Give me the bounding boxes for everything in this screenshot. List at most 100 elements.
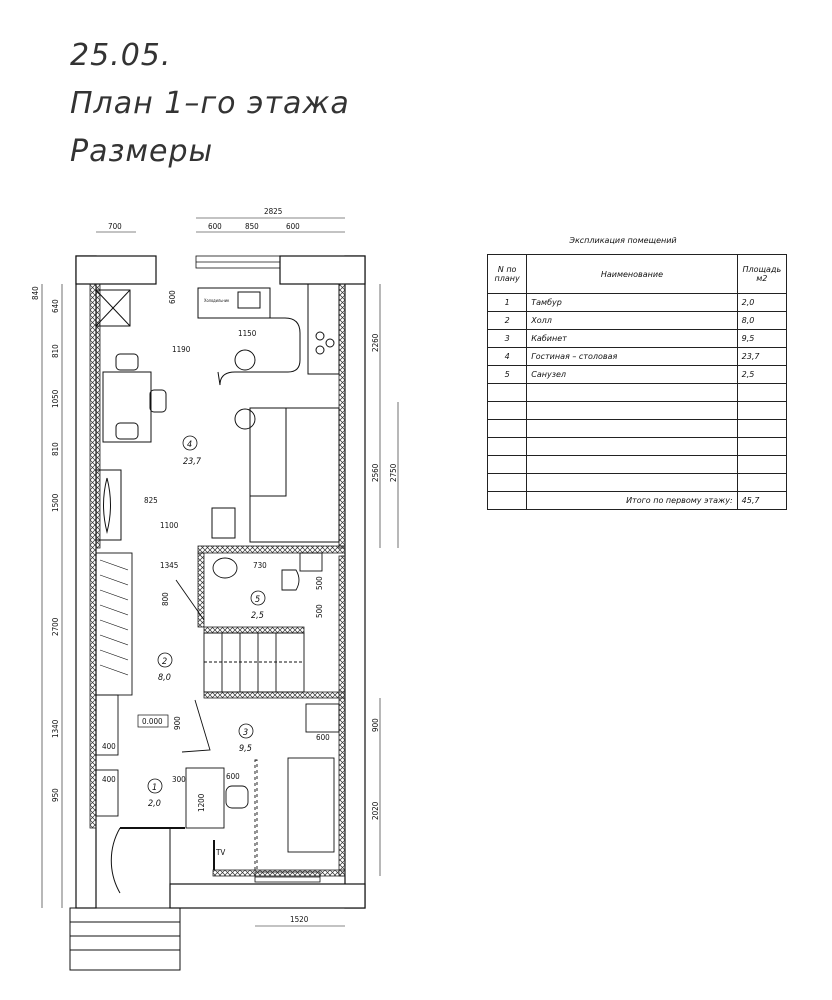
room-2-marker — [157, 652, 173, 668]
wall-top-right — [279, 255, 366, 285]
empty-row — [486, 437, 788, 456]
room-5-area: 2,5 — [251, 611, 264, 621]
partition-bath-top — [197, 545, 346, 554]
cell-num: 3 — [486, 329, 528, 348]
fireplace-flame — [103, 477, 111, 534]
room-3-area: 9,5 — [239, 744, 252, 754]
chair-top — [115, 353, 139, 371]
dim-500a: 500 — [315, 576, 324, 590]
dim-400b: 400 — [102, 775, 116, 784]
cell-area: 9,5 — [736, 329, 788, 348]
empty-row — [486, 401, 788, 420]
dimension-labels: 2825 600 850 600 700 840 640 810 1050 81… — [31, 207, 398, 924]
dim-left-810a: 810 — [51, 344, 60, 358]
dim-right-2750: 2750 — [389, 463, 398, 482]
room-3-marker — [238, 723, 254, 739]
dim-825: 825 — [144, 496, 158, 505]
room-3-num: 3 — [243, 728, 248, 738]
empty-cell — [736, 419, 788, 438]
bathroom-fixtures — [175, 552, 323, 621]
dim-600-kitchen: 600 — [168, 290, 177, 304]
empty-cell — [736, 437, 788, 456]
cell-area: 8,0 — [736, 311, 788, 330]
dim-1190: 1190 — [172, 345, 191, 354]
empty-cell — [486, 473, 528, 492]
sheet-subtitle: Размеры — [70, 134, 214, 169]
insulation-right-top — [338, 283, 346, 549]
empty-row — [486, 455, 788, 474]
room-5-marker — [250, 590, 266, 606]
empty-cell — [526, 383, 738, 402]
room-1-marker — [147, 778, 163, 794]
partition-bath-left — [197, 552, 205, 628]
empty-cell — [526, 401, 738, 420]
dim-left-840: 840 — [31, 286, 40, 300]
dim-1200: 1200 — [197, 793, 206, 812]
room-2-num: 2 — [162, 657, 167, 667]
cell-num: 5 — [486, 365, 528, 384]
room-4-area: 23,7 — [183, 457, 202, 467]
total-value: 45,7 — [736, 491, 788, 510]
hanger-cabinet — [95, 769, 119, 817]
armchair — [211, 507, 236, 539]
dim-right-2260: 2260 — [371, 333, 380, 352]
empty-cell — [486, 401, 528, 420]
tv-label: TV — [215, 848, 225, 857]
chair-side — [149, 389, 167, 413]
empty-cell — [736, 473, 788, 492]
washbasin — [212, 557, 238, 579]
room-5-num: 5 — [255, 595, 260, 605]
sofa-outline — [249, 407, 340, 543]
sheet-title: План 1–го этажа — [70, 86, 350, 121]
explication-caption: Экспликация помещений — [569, 236, 677, 245]
dim-top-c: 600 — [286, 222, 300, 231]
dim-left-2700: 2700 — [51, 617, 60, 636]
bar-stool — [234, 349, 256, 371]
dim-left-1050: 1050 — [51, 389, 60, 408]
dim-left-640: 640 — [51, 299, 60, 313]
insulation-left-inner — [95, 283, 101, 549]
dim-1345: 1345 — [160, 561, 178, 570]
wall-right — [344, 255, 366, 909]
toilet — [281, 569, 300, 591]
empty-row — [486, 383, 788, 402]
empty-cell — [736, 383, 788, 402]
dining-table — [102, 371, 152, 443]
empty-row — [486, 473, 788, 492]
kitchen-island — [217, 317, 301, 386]
cell-area: 2,0 — [736, 293, 788, 312]
partition-bath-bottom — [203, 626, 305, 634]
cell-name: Гостиная – столовая — [526, 347, 738, 366]
empty-cell — [526, 437, 738, 456]
chair-bottom — [115, 422, 139, 440]
dim-1100: 1100 — [160, 521, 179, 530]
dim-730: 730 — [253, 561, 267, 570]
col-header-area: Площадь м2 — [736, 254, 788, 294]
partition-office-bottom — [212, 869, 346, 877]
entrance-door-swing — [110, 827, 121, 894]
kitchen-column — [307, 283, 340, 375]
cell-name: Кабинет — [526, 329, 738, 348]
empty-cell — [486, 419, 528, 438]
wall-bottom — [169, 883, 366, 909]
room-labels: 4 23,7 5 2,5 2 8,0 3 9,5 1 2,0 — [148, 440, 264, 809]
col-header-num: N по плану — [486, 254, 528, 294]
dim-top-a: 600 — [208, 222, 222, 231]
empty-cell — [486, 383, 528, 402]
empty-cell — [486, 455, 528, 474]
fireplace — [95, 469, 122, 541]
room-markers — [147, 435, 266, 794]
cell-area: 2,5 — [736, 365, 788, 384]
dim-600-desk: 600 — [226, 772, 240, 781]
cell-name: Холл — [526, 311, 738, 330]
empty-row — [486, 419, 788, 438]
insulation-right-bottom — [338, 555, 346, 877]
cell-name: Тамбур — [526, 293, 738, 312]
